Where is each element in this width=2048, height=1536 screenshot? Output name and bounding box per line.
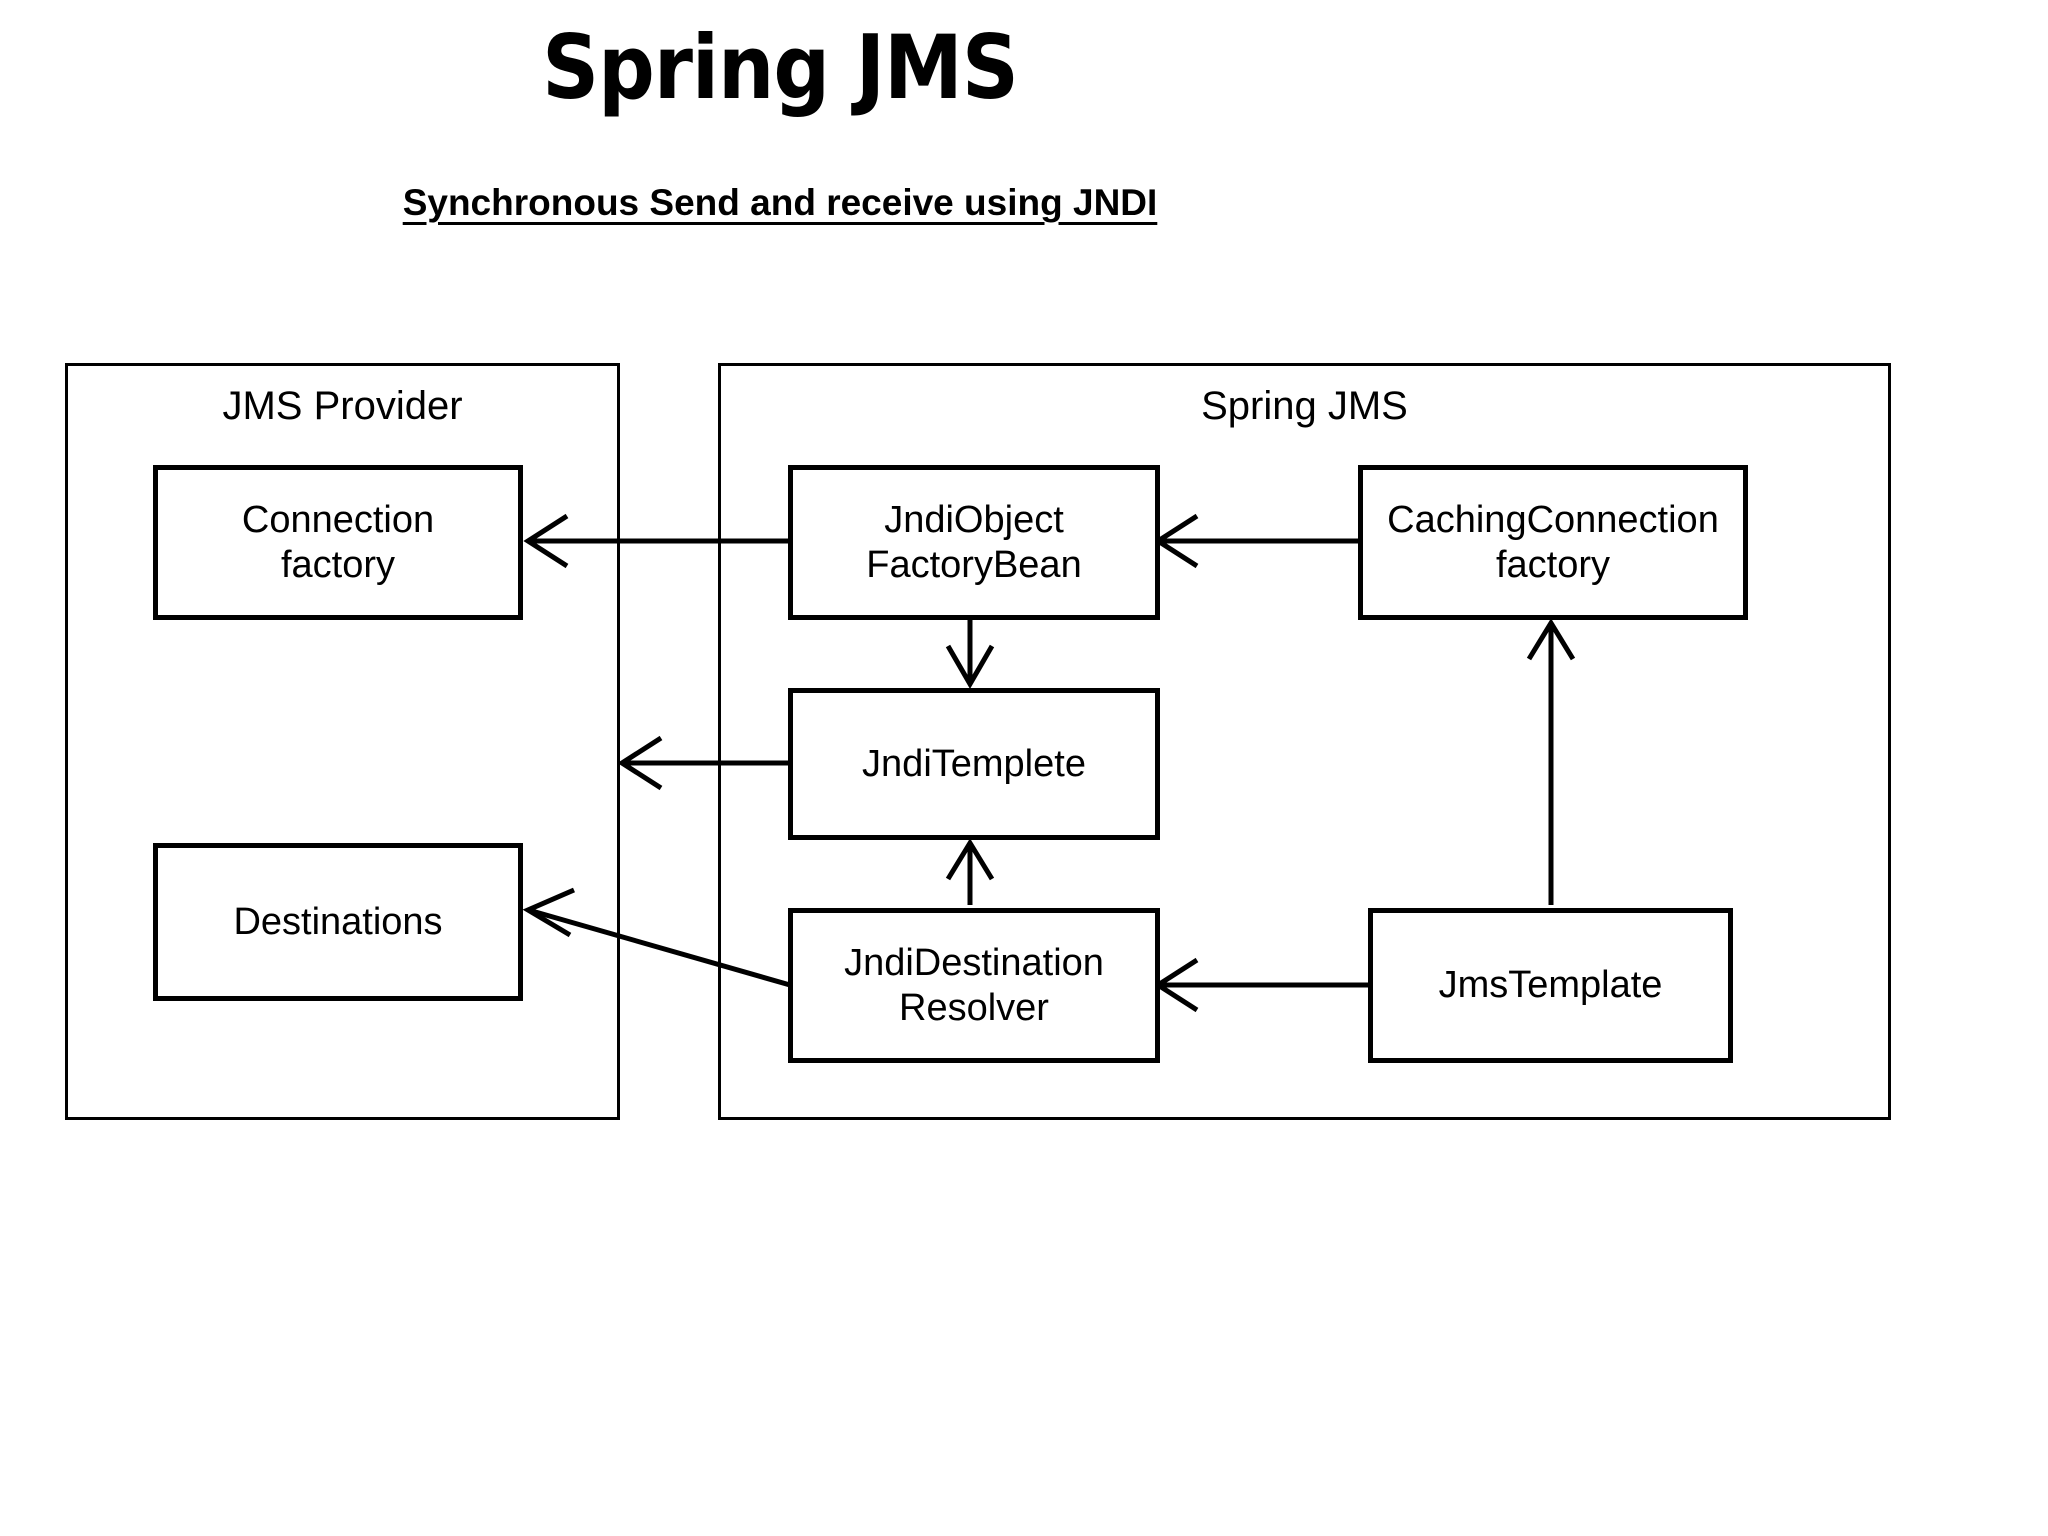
node-jndi-object-factory-bean[interactable]: JndiObject FactoryBean [788,465,1160,620]
node-jndi-templete-label: JndiTemplete [862,742,1086,785]
group-jms-provider-label: JMS Provider [222,384,463,428]
node-caching-connection-factory[interactable]: CachingConnection factory [1358,465,1748,620]
node-caching-connection-factory-label: CachingConnection factory [1387,499,1719,586]
node-jndi-destination-resolver[interactable]: JndiDestination Resolver [788,908,1160,1063]
node-destinations-label: Destinations [233,900,443,943]
node-connection-factory-label: Connection factory [241,499,435,586]
node-destinations[interactable]: Destinations [153,843,523,1001]
node-connection-factory[interactable]: Connection factory [153,465,523,620]
node-jndi-templete[interactable]: JndiTemplete [788,688,1160,840]
page-title: Spring JMS [542,16,1019,119]
node-jndi-object-factory-bean-label: JndiObject FactoryBean [866,499,1082,586]
node-jms-template-label: JmsTemplate [1438,964,1663,1007]
node-jms-template[interactable]: JmsTemplate [1368,908,1733,1063]
node-jndi-destination-resolver-label: JndiDestination Resolver [844,942,1104,1029]
page-subtitle: Synchronous Send and receive using JNDI [402,182,1158,223]
group-spring-jms-label: Spring JMS [1201,384,1408,428]
